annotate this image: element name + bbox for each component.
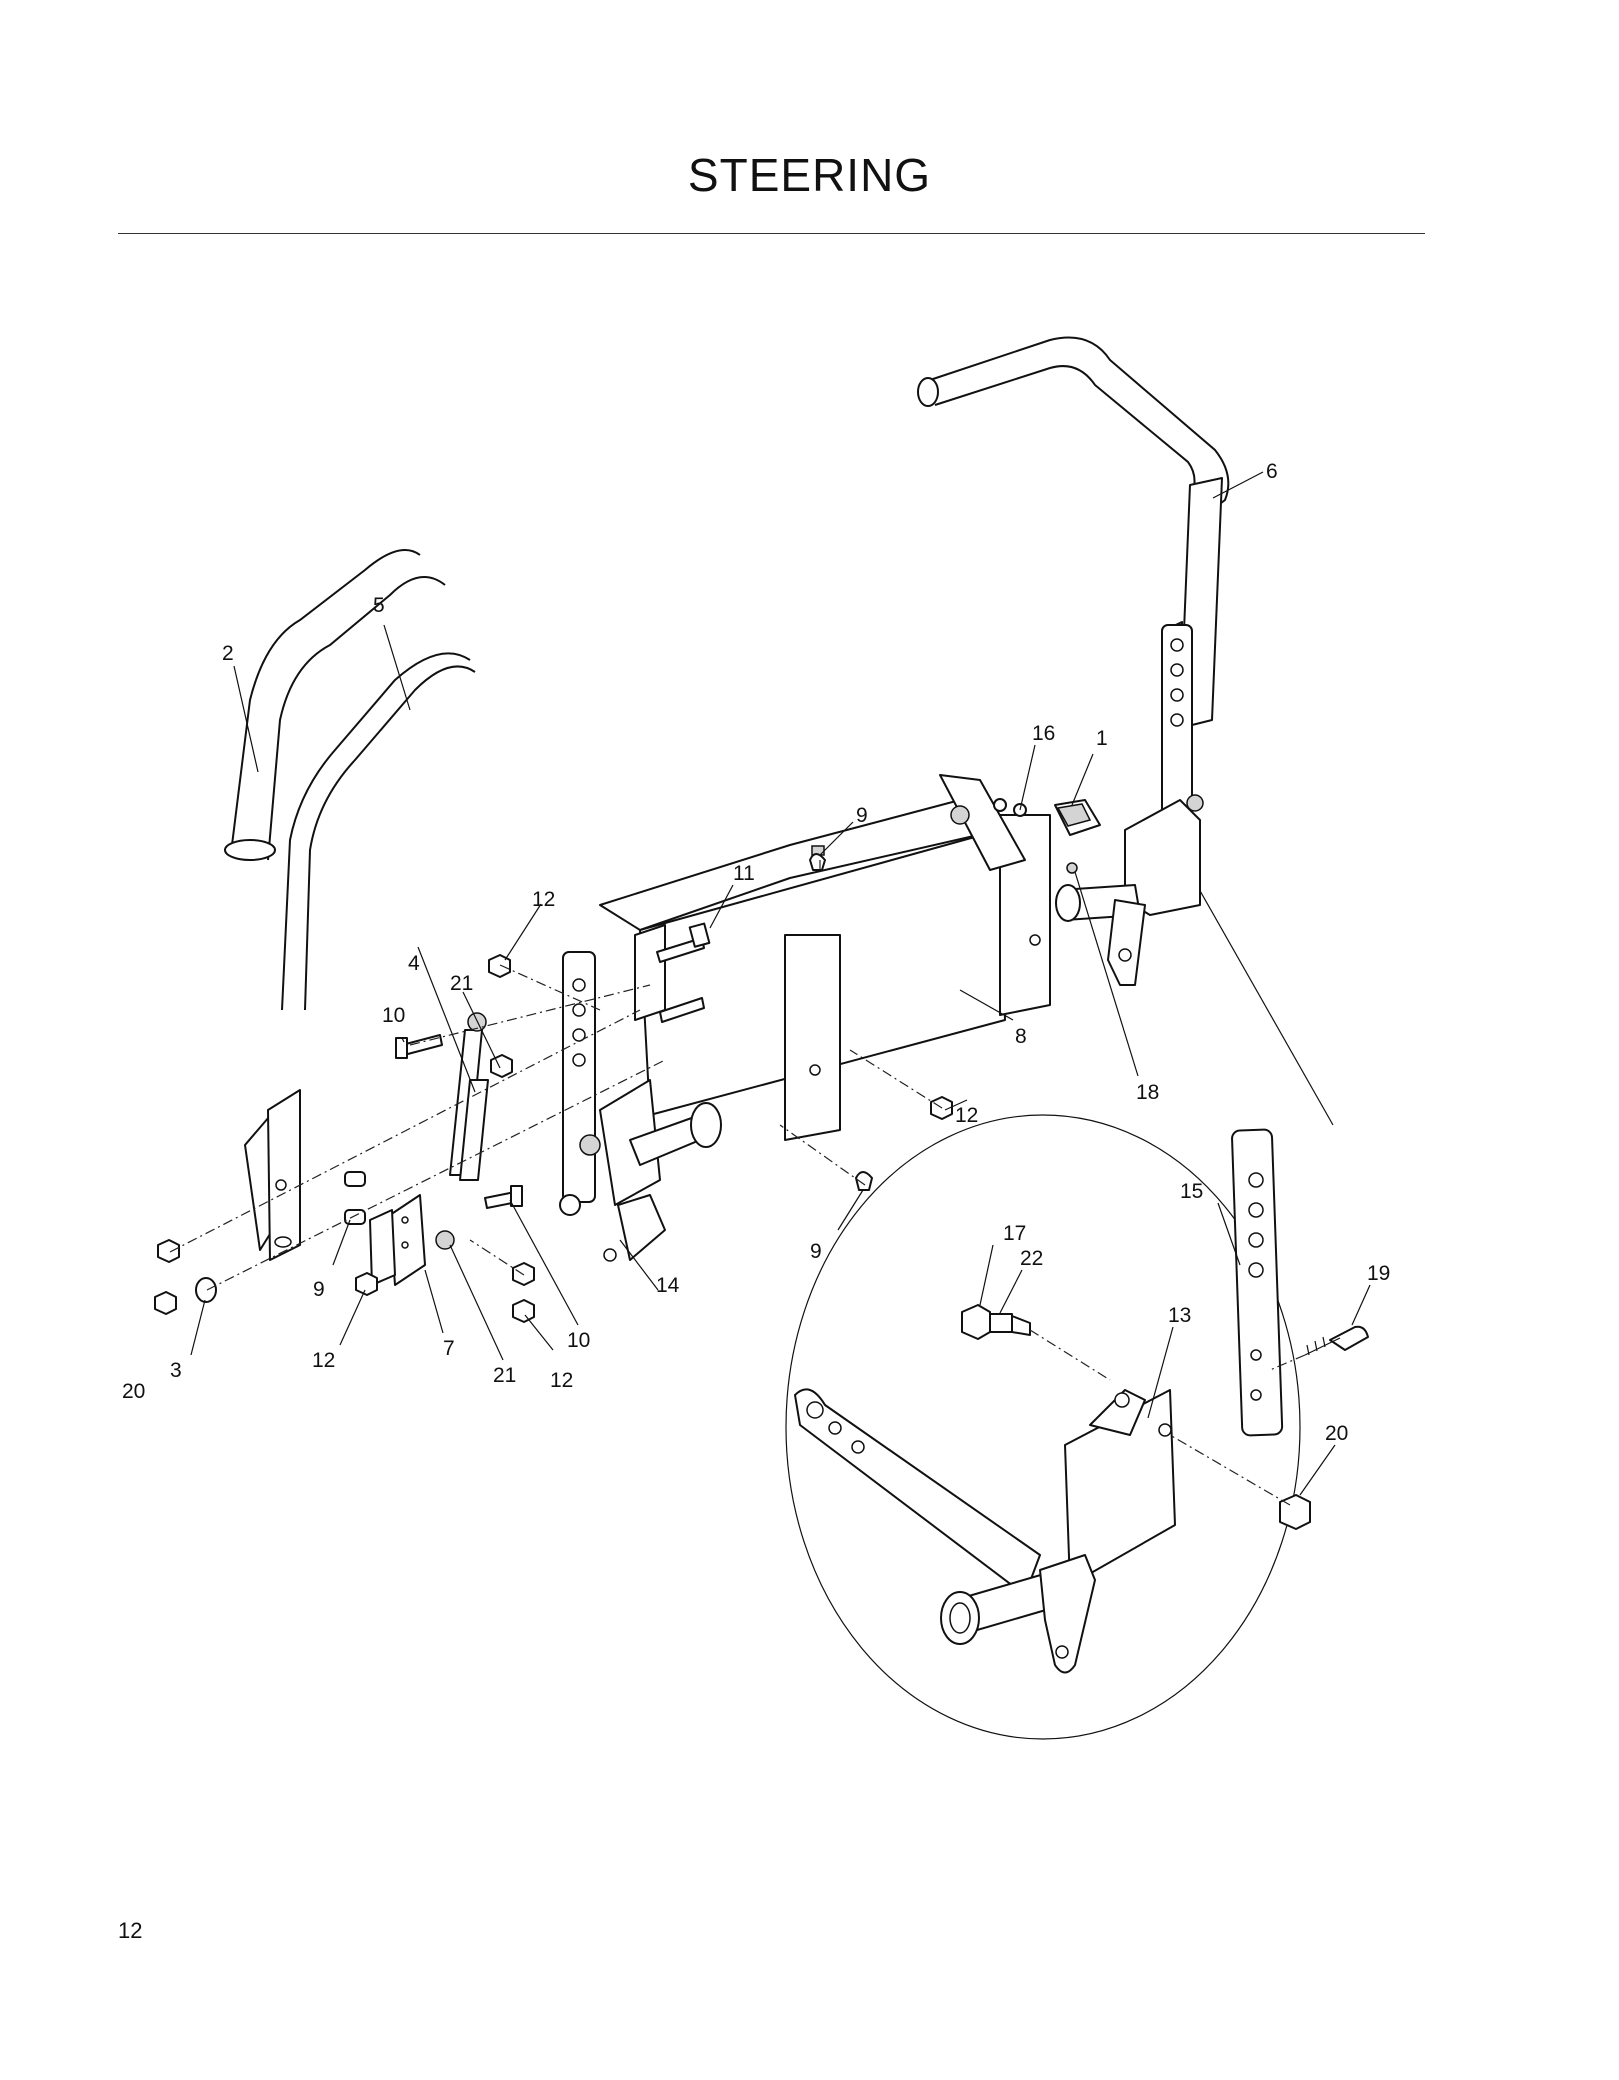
callout-18: 18 [1136,1081,1159,1104]
callout-10-left: 10 [382,1004,405,1027]
callout-9-bottom: 9 [810,1240,822,1263]
callout-15: 15 [1180,1180,1203,1203]
callout-10-right: 10 [567,1329,590,1352]
left-control-lever [224,549,476,1261]
callout-20-left: 20 [122,1380,145,1403]
callout-12-bottom-left: 12 [312,1349,335,1372]
callout-12-bottom-right: 12 [550,1369,573,1392]
detail-circle [785,1114,1301,1740]
callout-20-detail: 20 [1325,1422,1348,1445]
callout-8: 8 [1015,1025,1027,1048]
callout-5: 5 [373,594,385,617]
callout-16: 16 [1032,722,1055,745]
callout-17: 17 [1003,1222,1026,1245]
detail-parts [794,1128,1369,1674]
callout-labels: 1 2 3 4 5 6 7 8 9 9 9 10 10 11 12 12 12 … [122,460,1390,1445]
callout-9-top: 9 [856,804,868,827]
callout-22: 22 [1020,1247,1043,1270]
callout-7: 7 [443,1337,455,1360]
steering-frame [599,774,1146,1141]
pivot-arm-assembly [559,951,722,1262]
callout-21-top: 21 [450,972,473,995]
callout-6: 6 [1266,460,1278,483]
leader-lines [190,471,1371,1496]
callout-14: 14 [656,1274,680,1297]
callout-12-frame: 12 [955,1104,978,1127]
title-rule [118,233,1425,234]
callout-11: 11 [733,862,755,885]
callout-2: 2 [222,642,234,665]
callout-1: 1 [1096,727,1108,750]
callout-3: 3 [170,1359,182,1382]
damper-and-bracket [369,1012,489,1286]
callout-13: 13 [1168,1304,1191,1327]
callout-21-bottom: 21 [493,1364,516,1387]
callout-9-left: 9 [313,1278,325,1301]
page-number: 12 [118,1918,143,1943]
right-control-lever [917,336,1230,916]
callout-19: 19 [1367,1262,1390,1285]
detail-leader-line [1177,851,1334,1126]
assembly-lines [169,850,1306,1506]
safety-switch [950,798,1101,874]
callout-12-top: 12 [532,888,555,911]
page-title: STEERING [687,149,932,201]
callout-4: 4 [408,952,420,975]
